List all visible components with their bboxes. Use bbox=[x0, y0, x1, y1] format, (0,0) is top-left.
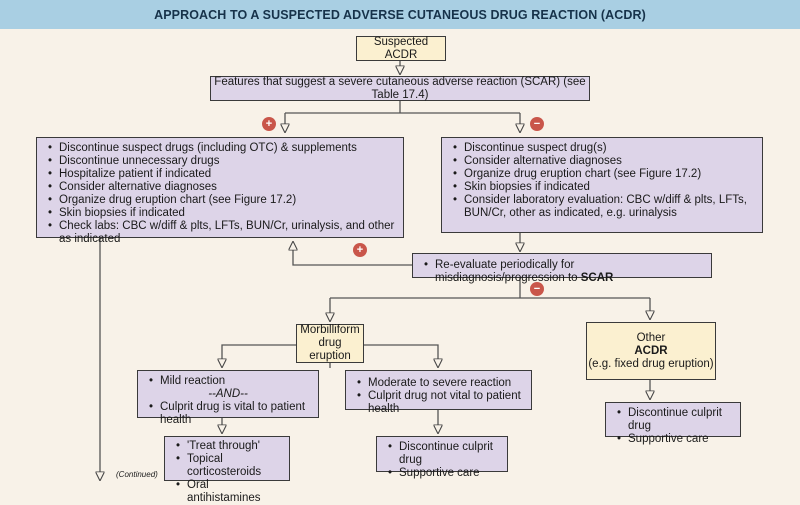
moderate-reaction-box: Moderate to severe reaction Culprit drug… bbox=[345, 370, 532, 415]
morbilliform-line1: Morbilliform bbox=[300, 324, 360, 336]
reevaluate-scar: SCAR bbox=[580, 272, 614, 284]
list-item: Mild reaction bbox=[149, 375, 310, 388]
list-item: Discontinue suspect drug(s) bbox=[453, 142, 754, 155]
page-title: APPROACH TO A SUSPECTED ADVERSE CUTANEOU… bbox=[0, 0, 800, 29]
flow-connectors bbox=[0, 61, 800, 490]
and-label: --AND-- bbox=[208, 388, 248, 400]
minus-badge: − bbox=[530, 117, 544, 131]
list-item: Culprit drug not vital to patient health bbox=[357, 390, 523, 416]
other-line1: Other bbox=[636, 331, 666, 344]
reevaluate-list: Re-evaluate periodically for misdiagnosi… bbox=[421, 259, 703, 285]
other-discontinue-box: Discontinue culprit drug Supportive care bbox=[605, 402, 741, 446]
other-acdr-box: Other ACDR (e.g. fixed drug eruption) bbox=[586, 322, 716, 380]
minus-badge: − bbox=[530, 282, 544, 296]
treat-through-list: 'Treat through' Topical corticosteroids … bbox=[173, 440, 281, 505]
list-item: Hospitalize patient if indicated bbox=[48, 168, 395, 181]
list-item: Discontinue culprit drug bbox=[388, 441, 499, 467]
scar-features-label: Features that suggest a severe cutaneous… bbox=[214, 75, 586, 101]
list-item: Skin biopsies if indicated bbox=[453, 181, 754, 194]
list-item: Topical corticosteroids bbox=[176, 453, 281, 479]
list-item: Discontinue unnecessary drugs bbox=[48, 155, 395, 168]
list-item: Organize drug eruption chart (see Figure… bbox=[48, 194, 395, 207]
plus-badge: + bbox=[262, 117, 276, 131]
severe-reaction-box: Discontinue suspect drugs (including OTC… bbox=[36, 137, 404, 245]
discontinue-culprit-box: Discontinue culprit drug Supportive care bbox=[376, 436, 508, 480]
list-item: 'Treat through' bbox=[176, 440, 281, 453]
list-item: Skin biopsies if indicated bbox=[48, 207, 395, 220]
mild-reaction-list-2: Culprit drug is vital to patient health bbox=[146, 401, 310, 427]
suspected-acdr-box: Suspected ACDR bbox=[356, 36, 446, 61]
discontinue-culprit-list: Discontinue culprit drug Supportive care bbox=[385, 441, 499, 480]
list-item: Check labs: CBC w/diff & plts, LFTs, BUN… bbox=[48, 220, 395, 246]
list-item: Supportive care bbox=[617, 433, 732, 446]
mild-reaction-list: Mild reaction bbox=[146, 375, 310, 388]
morbilliform-box: Morbilliform drug eruption bbox=[296, 324, 364, 363]
plus-badge: + bbox=[353, 243, 367, 257]
morbilliform-line2: drug eruption bbox=[309, 337, 351, 362]
list-item: Moderate to severe reaction bbox=[357, 377, 523, 390]
other-line3: (e.g. fixed drug eruption) bbox=[588, 357, 714, 370]
severe-reaction-list: Discontinue suspect drugs (including OTC… bbox=[45, 142, 395, 246]
scar-features-box: Features that suggest a severe cutaneous… bbox=[210, 76, 590, 101]
list-item: Culprit drug is vital to patient health bbox=[149, 401, 310, 427]
other-discontinue-list: Discontinue culprit drug Supportive care bbox=[614, 407, 732, 446]
reevaluate-text: Re-evaluate periodically for misdiagnosi… bbox=[435, 259, 581, 284]
continued-label: (Continued) bbox=[116, 470, 158, 479]
other-line2: ACDR bbox=[634, 344, 668, 357]
mild-reaction-box: Mild reaction --AND-- Culprit drug is vi… bbox=[137, 370, 319, 426]
list-item: Oral antihistamines bbox=[176, 479, 281, 505]
list-item: Discontinue suspect drugs (including OTC… bbox=[48, 142, 395, 155]
list-item: Re-evaluate periodically for misdiagnosi… bbox=[424, 259, 703, 285]
list-item: Consider laboratory evaluation: CBC w/di… bbox=[453, 194, 754, 220]
suspected-acdr-label: Suspected ACDR bbox=[373, 35, 429, 61]
treat-through-box: 'Treat through' Topical corticosteroids … bbox=[164, 436, 290, 504]
list-item: Discontinue culprit drug bbox=[617, 407, 732, 433]
list-item: Supportive care bbox=[388, 467, 499, 480]
reevaluate-box: Re-evaluate periodically for misdiagnosi… bbox=[412, 253, 712, 284]
moderate-reaction-list: Moderate to severe reaction Culprit drug… bbox=[354, 377, 523, 416]
list-item: Consider alternative diagnoses bbox=[48, 181, 395, 194]
nonsevere-reaction-box: Discontinue suspect drug(s) Consider alt… bbox=[441, 137, 763, 233]
nonsevere-reaction-list: Discontinue suspect drug(s) Consider alt… bbox=[450, 142, 754, 220]
list-item: Organize drug eruption chart (see Figure… bbox=[453, 168, 754, 181]
list-item: Consider alternative diagnoses bbox=[453, 155, 754, 168]
